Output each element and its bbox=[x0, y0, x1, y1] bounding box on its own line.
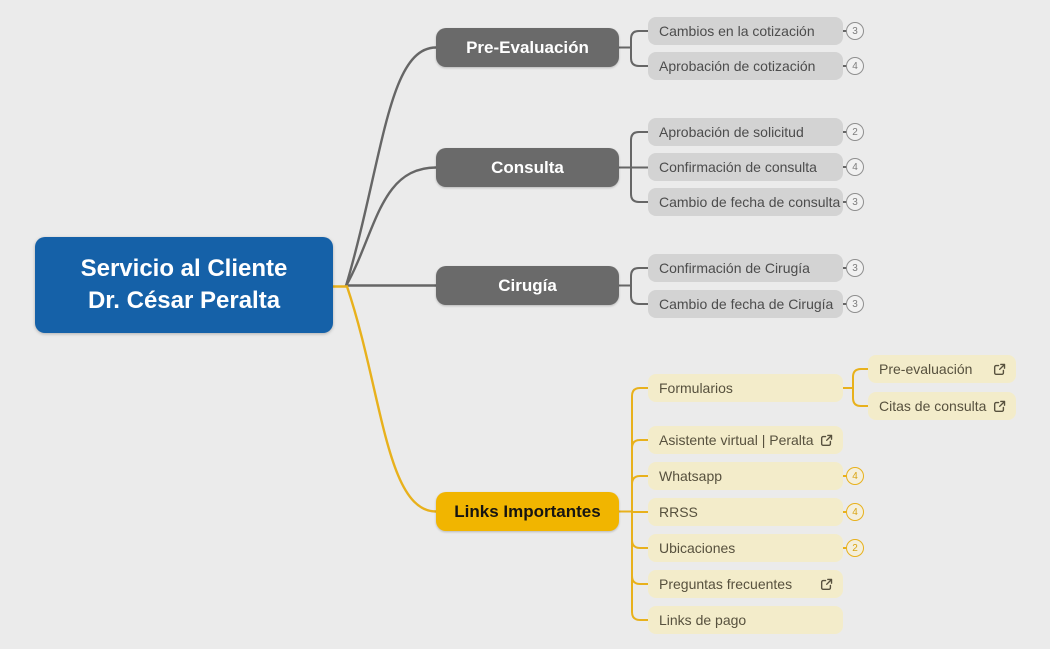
node-label: Cambio de fecha de consulta bbox=[659, 194, 841, 210]
node-label: Whatsapp bbox=[659, 468, 723, 484]
node-rrss[interactable]: RRSS bbox=[648, 498, 843, 526]
badge-count: 4 bbox=[852, 506, 858, 518]
node-label: Asistente virtual | Peralta bbox=[659, 432, 814, 448]
node-label: Aprobación de cotización bbox=[659, 58, 816, 74]
count-badge[interactable]: 4 bbox=[846, 503, 864, 521]
badge-count: 2 bbox=[852, 542, 858, 554]
node-asistente-virtual[interactable]: Asistente virtual | Peralta bbox=[648, 426, 843, 454]
node-formularios[interactable]: Formularios bbox=[648, 374, 843, 402]
node-confirmacion-consulta[interactable]: Confirmación de consulta bbox=[648, 153, 843, 181]
branch-pre-evaluacion[interactable]: Pre-Evaluación bbox=[436, 28, 619, 67]
badge-count: 2 bbox=[852, 126, 858, 138]
node-cambio-fecha-cirugia[interactable]: Cambio de fecha de Cirugía bbox=[648, 290, 843, 318]
node-label: Confirmación de consulta bbox=[659, 159, 817, 175]
node-whatsapp[interactable]: Whatsapp bbox=[648, 462, 843, 490]
node-label: Confirmación de Cirugía bbox=[659, 260, 810, 276]
external-link-icon bbox=[993, 400, 1006, 413]
node-cambio-fecha-consulta[interactable]: Cambio de fecha de consulta bbox=[648, 188, 843, 216]
node-label: Citas de consulta bbox=[879, 398, 987, 414]
external-link-icon bbox=[820, 434, 833, 447]
badge-count: 3 bbox=[852, 262, 858, 274]
branch-label: Links Importantes bbox=[454, 501, 601, 521]
branch-consulta[interactable]: Consulta bbox=[436, 148, 619, 187]
badge-count: 4 bbox=[852, 161, 858, 173]
node-citas-consulta-link[interactable]: Citas de consulta bbox=[868, 392, 1016, 420]
count-badge[interactable]: 4 bbox=[846, 158, 864, 176]
external-link-icon bbox=[820, 578, 833, 591]
node-label: Links de pago bbox=[659, 612, 747, 628]
count-badge[interactable]: 3 bbox=[846, 22, 864, 40]
root-title-line2: Dr. César Peralta bbox=[87, 287, 281, 314]
node-label: Cambios en la cotización bbox=[659, 23, 815, 39]
branch-label: Cirugía bbox=[498, 275, 557, 295]
external-link-icon bbox=[993, 363, 1006, 376]
node-label: Preguntas frecuentes bbox=[659, 576, 793, 592]
node-aprobacion-solicitud[interactable]: Aprobación de solicitud bbox=[648, 118, 843, 146]
node-confirmacion-cirugia[interactable]: Confirmación de Cirugía bbox=[648, 254, 843, 282]
node-links-de-pago[interactable]: Links de pago bbox=[648, 606, 843, 634]
node-preguntas-frecuentes[interactable]: Preguntas frecuentes bbox=[648, 570, 843, 598]
node-label: Pre-evaluación bbox=[879, 361, 973, 377]
node-ubicaciones[interactable]: Ubicaciones bbox=[648, 534, 843, 562]
node-aprobacion-cotizacion[interactable]: Aprobación de cotización bbox=[648, 52, 843, 80]
node-label: Formularios bbox=[659, 380, 733, 396]
root-node[interactable]: Servicio al Cliente Dr. César Peralta bbox=[35, 237, 333, 333]
node-cambios-cotizacion[interactable]: Cambios en la cotización bbox=[648, 17, 843, 45]
count-badge[interactable]: 3 bbox=[846, 295, 864, 313]
badge-count: 3 bbox=[852, 25, 858, 37]
node-label: Ubicaciones bbox=[659, 540, 736, 556]
branch-label: Consulta bbox=[491, 157, 564, 177]
branch-links-importantes[interactable]: Links Importantes bbox=[436, 492, 619, 531]
branch-label: Pre-Evaluación bbox=[466, 37, 589, 57]
badge-count: 3 bbox=[852, 298, 858, 310]
count-badge[interactable]: 3 bbox=[846, 259, 864, 277]
count-badge[interactable]: 3 bbox=[846, 193, 864, 211]
branch-cirugia[interactable]: Cirugía bbox=[436, 266, 619, 305]
count-badge[interactable]: 4 bbox=[846, 57, 864, 75]
node-label: RRSS bbox=[659, 504, 698, 520]
badge-count: 4 bbox=[852, 60, 858, 72]
count-badge[interactable]: 2 bbox=[846, 539, 864, 557]
node-label: Aprobación de solicitud bbox=[659, 124, 804, 140]
node-label: Cambio de fecha de Cirugía bbox=[659, 296, 834, 312]
root-title-line1: Servicio al Cliente bbox=[80, 255, 288, 283]
node-pre-evaluacion-link[interactable]: Pre-evaluación bbox=[868, 355, 1016, 383]
badge-count: 4 bbox=[852, 470, 858, 482]
badge-count: 3 bbox=[852, 196, 858, 208]
count-badge[interactable]: 2 bbox=[846, 123, 864, 141]
count-badge[interactable]: 4 bbox=[846, 467, 864, 485]
